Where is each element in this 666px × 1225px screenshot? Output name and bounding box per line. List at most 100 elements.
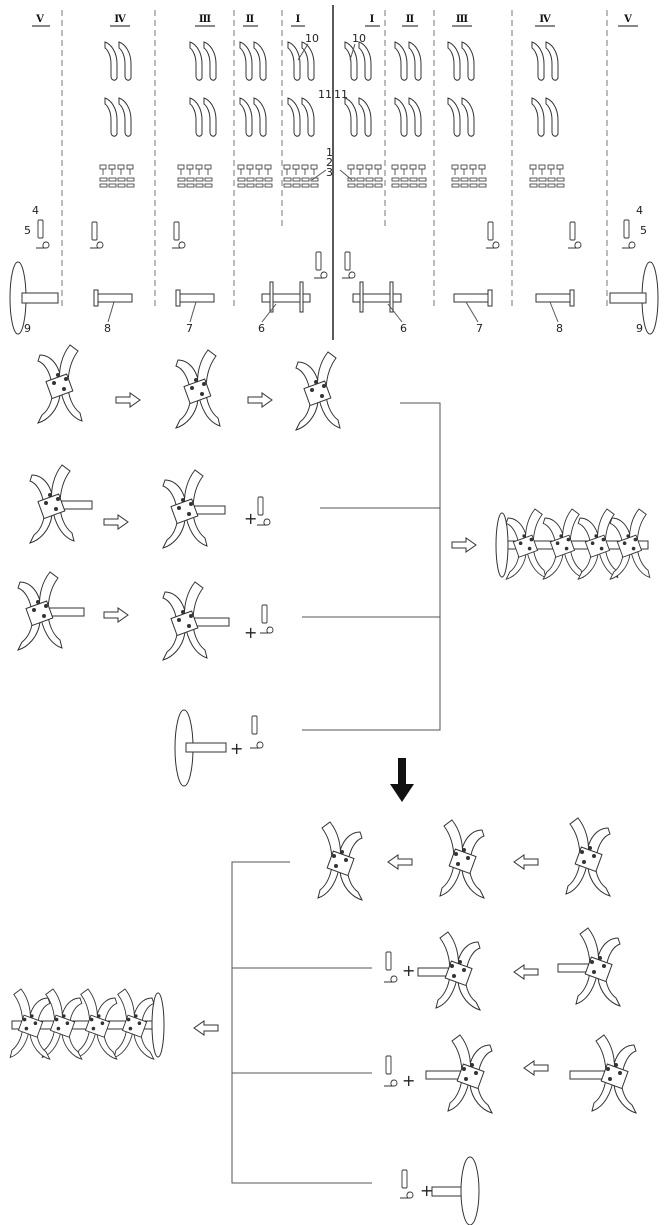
section-label-ii-right: Ⅱ [406,14,414,25]
callout-1: 1 [326,146,333,159]
callouts: 10 10 11 11 1 2 3 4 5 4 5 6 6 7 7 8 8 [24,32,647,335]
down-arrow-icon [390,758,414,802]
clip-icon [313,271,328,279]
disc-icon [9,261,59,335]
hollow-arrow-icon [247,392,273,408]
section-label-iv-right: Ⅳ [539,14,551,25]
exploded-view: Ⅴ Ⅳ Ⅲ Ⅱ Ⅰ Ⅰ Ⅱ Ⅲ Ⅳ Ⅴ [9,5,659,340]
clip-icon [567,241,582,249]
blade-assembly-step [565,817,611,897]
section-label-iii-right: Ⅲ [456,14,468,25]
plus-sign: + [244,623,257,642]
plus-sign: + [402,1071,415,1090]
callout-4-left: 4 [32,204,39,217]
blade-pair-icon [287,97,315,137]
pin-icon [344,251,351,271]
blade-pair-icon [287,41,315,81]
disc-icon [431,1156,480,1225]
plus-sign: + [230,739,243,758]
callout-8-right: 8 [556,322,563,335]
plus-sign: + [402,961,415,980]
blade-pair-icon [394,41,422,81]
shaft-assembly-step [557,927,621,1007]
connector-bracket [302,402,441,731]
shaft-icon [453,289,493,307]
blade-pair-icon [189,41,217,81]
blade-pair-icon [531,97,559,137]
callout-3: 3 [326,166,333,179]
connector-bracket [231,861,372,1184]
clip-icon [171,241,186,249]
assembly-sequence-top: + + + [17,344,650,787]
callout-6-left: 6 [258,322,265,335]
clip-icon [256,518,271,526]
blade-pair-icon [344,41,372,81]
clip-icon [383,975,398,983]
blade-assembly-step [175,349,221,429]
pin-icon [623,219,630,239]
hollow-arrow-icon [193,1020,219,1036]
pin-icon [261,604,268,624]
shaft-assembly-step [425,1034,493,1114]
bolt-set-icon [177,164,213,188]
shaft-icon [261,281,311,313]
shaft-assembly-step [569,1034,637,1114]
clip-icon [383,1079,398,1087]
blade-pair-icon [104,41,132,81]
section-label-iii-left: Ⅲ [199,14,211,25]
clip-icon [35,241,50,249]
callout-10-left: 10 [305,32,319,45]
shaft-icon [352,281,402,313]
blade-pair-icon [447,41,475,81]
pin-icon [91,221,98,241]
clip-icon [399,1191,414,1199]
blade-assembly-step [439,819,485,899]
hollow-arrow-icon [115,392,141,408]
callout-4-right: 4 [636,204,643,217]
shaft-assembly-step [29,464,93,544]
blade-assembly-step [295,351,341,431]
hollow-arrow-icon [451,537,477,553]
blade-pair-icon [344,97,372,137]
pin-icon [257,496,264,516]
shafts [9,261,659,335]
section-labels: Ⅴ Ⅳ Ⅲ Ⅱ Ⅰ Ⅰ Ⅱ Ⅲ Ⅳ Ⅴ [32,14,638,27]
plus-sign: + [420,1181,433,1200]
clip-icon [341,271,356,279]
pins-clips [35,219,636,279]
section-label-v-left: Ⅴ [35,14,44,25]
bolt-set-icon [99,164,135,188]
blade-pair-icon [104,97,132,137]
shaft-assembly-step [17,571,85,651]
bolt-set-icon [451,164,487,188]
shaft-assembly-step [417,931,481,1011]
pin-icon [401,1169,408,1189]
callout-9-right: 9 [636,322,643,335]
clip-icon [485,241,500,249]
pin-icon [385,951,392,971]
section-label-v-right: Ⅴ [623,14,632,25]
bolt-set-icon [529,164,565,188]
pin-icon [487,221,494,241]
section-label-i-right: Ⅰ [370,14,375,25]
hollow-arrow-icon [103,607,129,623]
blade-assembly-step [317,821,363,901]
clip-icon [621,241,636,249]
callout-5-right: 5 [640,224,647,237]
bolt-set-icon [347,164,383,188]
disc-icon [609,261,659,335]
callout-11-right: 11 [334,88,348,101]
pin-icon [385,1055,392,1075]
callout-11-left: 11 [318,88,332,101]
bolt-set-icon [283,164,319,188]
hollow-arrow-icon [387,854,413,870]
callout-9-left: 9 [24,322,31,335]
bolt-set-icon [237,164,273,188]
clip-icon [259,626,274,634]
callout-2: 2 [326,156,333,169]
pin-icon [315,251,322,271]
pin-icon [37,219,44,239]
callout-10-right: 10 [352,32,366,45]
blade-pair-icon [447,97,475,137]
